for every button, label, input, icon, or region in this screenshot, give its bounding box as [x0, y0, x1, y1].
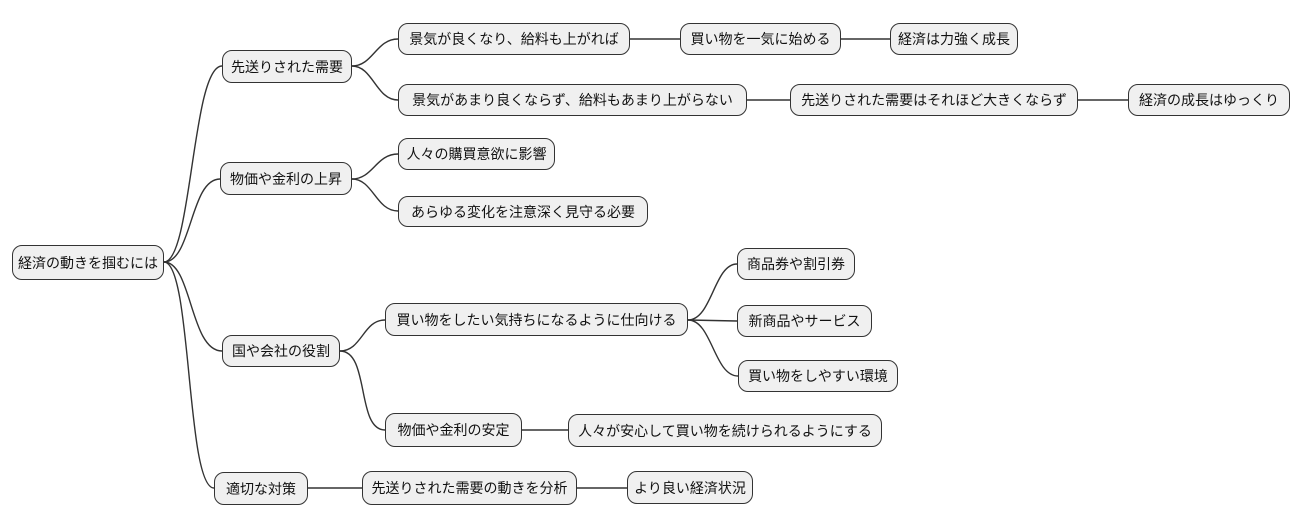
edge-root-b	[163, 178, 221, 263]
node-economy-improves-wages-rise[interactable]: 景気が良くなり、給料も上がれば	[398, 23, 630, 55]
edge-c1-c1a	[687, 263, 738, 321]
node-easy-shopping-environment[interactable]: 買い物をしやすい環境	[738, 360, 898, 392]
node-deferred-demand[interactable]: 先送りされた需要	[222, 50, 352, 83]
node-shopping-surge[interactable]: 買い物を一気に始める	[680, 23, 841, 55]
edge-b-b1	[351, 153, 399, 180]
edge-root-c	[163, 261, 223, 352]
node-affects-buying-appetite[interactable]: 人々の購買意欲に影響	[398, 138, 555, 170]
node-economy-stagnant-wages-flat[interactable]: 景気があまり良くならず、給料もあまり上がらない	[398, 84, 747, 116]
node-strong-growth[interactable]: 経済は力強く成長	[890, 23, 1018, 55]
edge-c-c1	[339, 319, 386, 352]
edge-b-b2	[351, 178, 399, 212]
edge-c1-c1b	[687, 319, 738, 322]
edge-a-a1	[351, 38, 399, 67]
edge-a-a2	[351, 65, 399, 101]
edge-c-c2	[339, 350, 386, 431]
node-price-interest-rise[interactable]: 物価や金利の上昇	[220, 162, 352, 195]
node-vouchers-discounts[interactable]: 商品券や割引券	[737, 248, 855, 280]
node-encourage-shopping-mood[interactable]: 買い物をしたい気持ちになるように仕向ける	[385, 303, 688, 336]
node-better-economy[interactable]: より良い経済状況	[627, 471, 753, 504]
node-role-of-state-companies[interactable]: 国や会社の役割	[222, 335, 340, 367]
node-root[interactable]: 経済の動きを掴むには	[12, 245, 164, 280]
node-new-products-services[interactable]: 新商品やサービス	[737, 305, 872, 337]
edge-root-a	[163, 65, 223, 263]
edge-c1-c1c	[687, 319, 739, 377]
node-keep-people-shopping-safely[interactable]: 人々が安心して買い物を続けられるようにする	[568, 414, 882, 447]
node-price-interest-stability[interactable]: 物価や金利の安定	[385, 413, 522, 447]
node-watch-all-changes[interactable]: あらゆる変化を注意深く見守る必要	[398, 196, 648, 227]
edge-root-d	[163, 261, 215, 489]
node-slow-growth[interactable]: 経済の成長はゆっくり	[1128, 84, 1290, 116]
node-appropriate-measures[interactable]: 適切な対策	[214, 472, 308, 505]
node-deferred-demand-small[interactable]: 先送りされた需要はそれほど大きくならず	[790, 84, 1078, 116]
node-analyze-deferred-demand[interactable]: 先送りされた需要の動きを分析	[362, 471, 577, 505]
